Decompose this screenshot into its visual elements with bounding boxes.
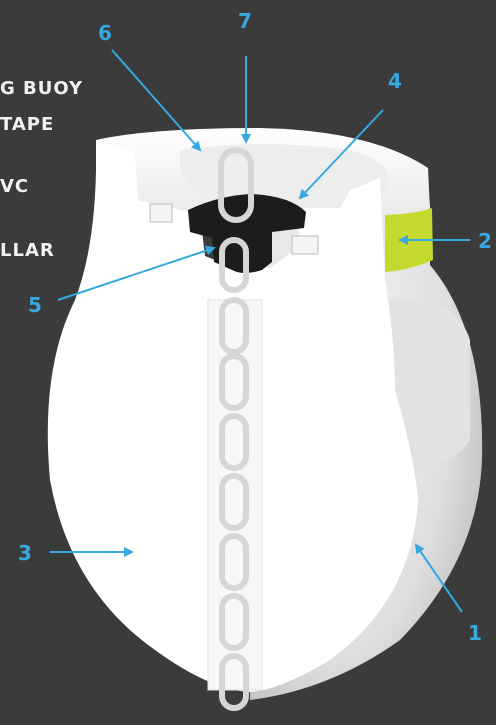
callout-label-4: 4 xyxy=(388,69,402,93)
callout-label-5: 5 xyxy=(28,293,42,317)
callout-label-2: 2 xyxy=(478,229,492,253)
callout-label-3: 3 xyxy=(18,541,32,565)
clip-left xyxy=(150,204,172,222)
callout-label-7: 7 xyxy=(238,9,252,33)
clip-right xyxy=(292,236,318,254)
callout-label-1: 1 xyxy=(468,621,482,645)
callout-label-6: 6 xyxy=(98,21,112,45)
